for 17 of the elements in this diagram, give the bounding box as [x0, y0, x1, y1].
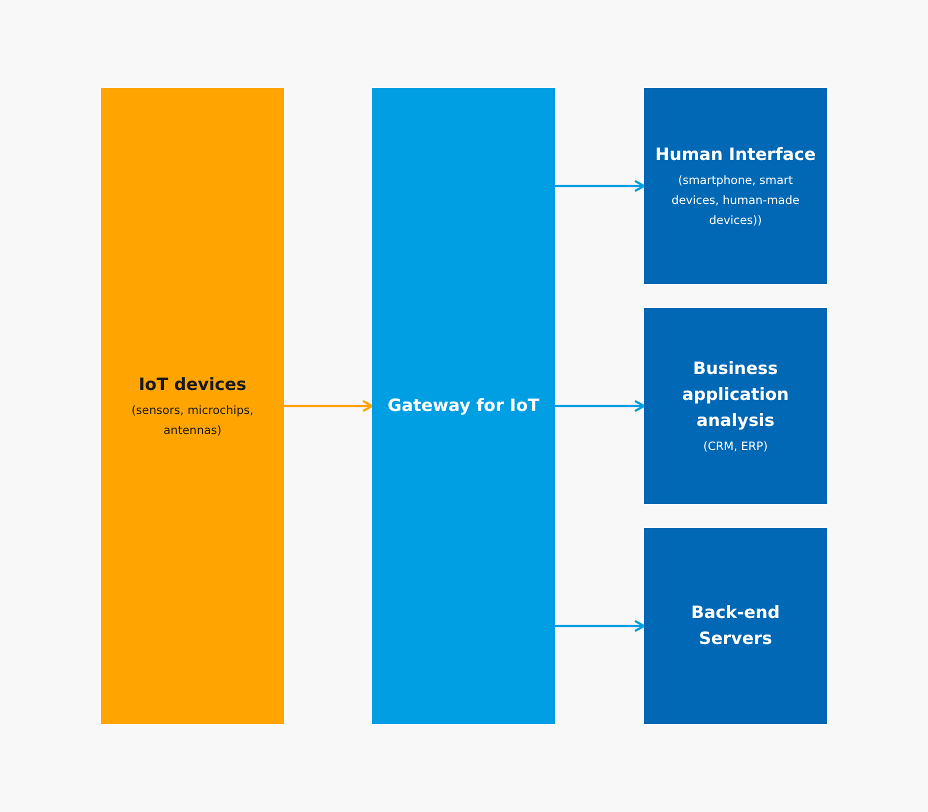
node-subtitle: (smartphone, smart devices, human-made devices))	[670, 172, 800, 229]
gateway-panel	[372, 88, 555, 724]
node-title: IoT devices	[138, 374, 246, 397]
node-title: Back-end Servers	[690, 602, 781, 651]
node-title: Gateway for IoT	[388, 395, 540, 418]
arrow	[284, 400, 374, 412]
arrow	[555, 400, 646, 412]
output-box	[644, 308, 827, 504]
node-title: Human Interface	[655, 144, 816, 167]
output-box	[644, 88, 827, 284]
arrow	[555, 180, 646, 192]
node-subtitle: (sensors, microchips, antennas)	[130, 402, 254, 439]
device-panel	[101, 88, 284, 724]
output-box	[644, 528, 827, 724]
arrow	[555, 620, 646, 632]
node-subtitle: (CRM, ERP)	[703, 438, 768, 455]
node-title: Business application analysis	[681, 358, 790, 433]
